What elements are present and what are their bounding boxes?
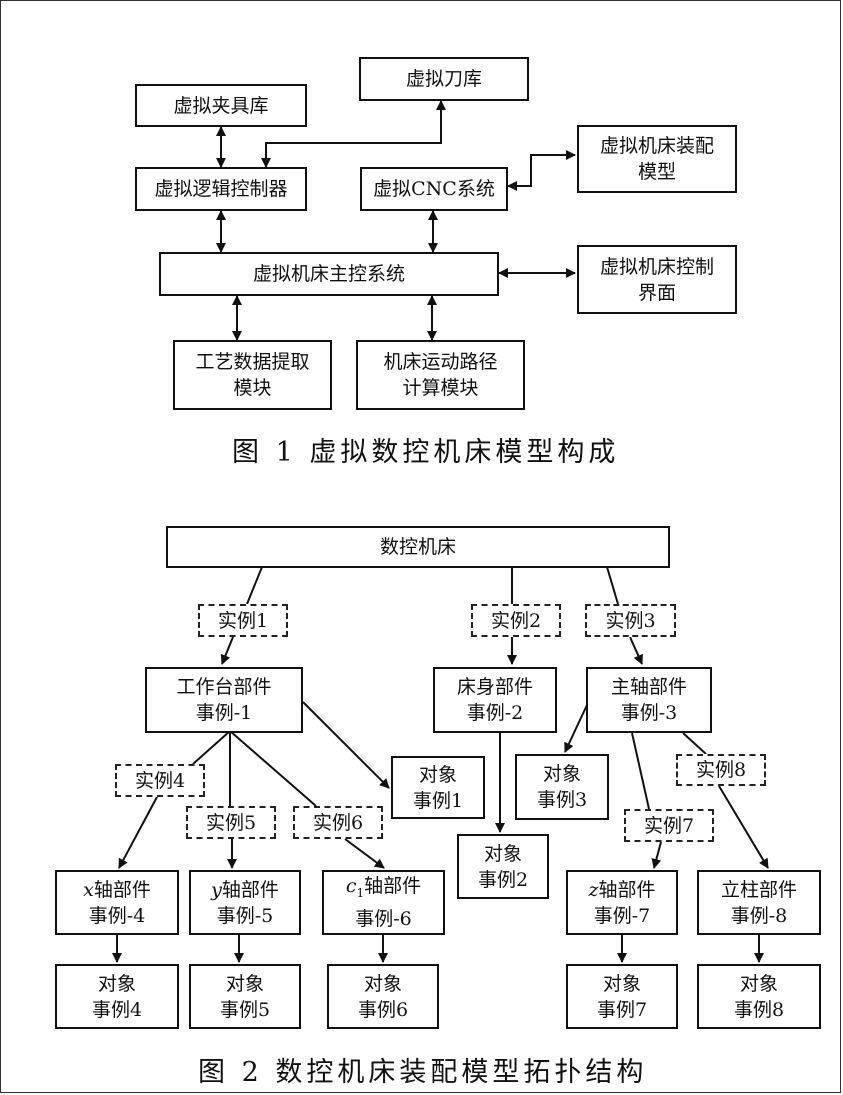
figure1-caption: 图 1 虚拟数控机床模型构成 bbox=[232, 437, 620, 468]
node-object-instance-8: 对象 事例8 bbox=[697, 964, 821, 1029]
node-object-instance-3: 对象 事例3 bbox=[515, 754, 609, 820]
instance-label-3: 实例3 bbox=[585, 604, 676, 637]
arrow-i8-column bbox=[718, 785, 769, 869]
line-root-i1 bbox=[246, 566, 263, 605]
node-object-instance-5: 对象 事例5 bbox=[189, 964, 301, 1029]
instance-label-6: 实例6 bbox=[293, 806, 383, 839]
node-worktable-component: 工作台部件 事例-1 bbox=[145, 667, 303, 733]
arrow-i6-c1 bbox=[344, 838, 385, 869]
line-spindle-i8 bbox=[682, 732, 707, 755]
arrow-i4-x bbox=[118, 796, 158, 869]
arrow-worktable-obj1 bbox=[302, 701, 390, 789]
node-virtual-assembly-model: 虚拟机床装配 模型 bbox=[577, 125, 737, 193]
node-column-component: 立柱部件 事例-8 bbox=[697, 870, 821, 935]
node-process-data-module: 工艺数据提取 模块 bbox=[173, 340, 332, 410]
node-virtual-main-control-system: 虚拟机床主控系统 bbox=[159, 252, 499, 296]
node-virtual-control-interface: 虚拟机床控制 界面 bbox=[577, 245, 737, 314]
node-object-instance-7: 对象 事例7 bbox=[566, 964, 678, 1029]
node-object-instance-6: 对象 事例6 bbox=[327, 964, 439, 1029]
line-root-i3 bbox=[606, 566, 619, 605]
node-virtual-cnc-system: 虚拟CNC系统 bbox=[360, 167, 508, 211]
arrow-i1-worktable bbox=[220, 636, 234, 665]
node-object-instance-2: 对象 事例2 bbox=[457, 834, 549, 899]
instance-label-7: 实例7 bbox=[624, 809, 714, 842]
instance-label-1: 实例1 bbox=[198, 604, 288, 637]
arrow-cnc-assembly bbox=[507, 150, 576, 191]
node-motion-path-module: 机床运动路径 计算模块 bbox=[356, 340, 525, 410]
node-object-instance-1: 对象 事例1 bbox=[391, 756, 485, 819]
line-spindle-i7 bbox=[631, 732, 650, 810]
instance-label-2: 实例2 bbox=[471, 604, 561, 637]
instance-label-4: 实例4 bbox=[115, 764, 205, 797]
node-z-axis-component: z轴部件 事例-7 bbox=[566, 870, 678, 935]
instance-label-5: 实例5 bbox=[186, 806, 276, 839]
node-virtual-tool-library: 虚拟刀库 bbox=[359, 57, 529, 101]
arrow-i7-z bbox=[651, 841, 662, 869]
node-virtual-fixture-library: 虚拟夹具库 bbox=[135, 84, 307, 127]
node-virtual-logic-controller: 虚拟逻辑控制器 bbox=[135, 167, 307, 211]
node-y-axis-component: y轴部件 事例-5 bbox=[189, 870, 301, 935]
node-cnc-machine-root: 数控机床 bbox=[166, 526, 670, 568]
arrow-spindle-obj3 bbox=[564, 704, 588, 753]
figure2-caption: 图 2 数控机床装配模型拓扑结构 bbox=[198, 1057, 648, 1088]
arrow-logic-toollib bbox=[261, 100, 446, 168]
node-spindle-component: 主轴部件 事例-3 bbox=[586, 667, 712, 733]
node-bed-component: 床身部件 事例-2 bbox=[433, 667, 557, 733]
line-worktable-i4 bbox=[192, 730, 231, 765]
node-object-instance-4: 对象 事例4 bbox=[55, 964, 179, 1029]
arrow-i3-spindle bbox=[629, 636, 643, 665]
node-x-axis-component: x轴部件 事例-4 bbox=[55, 870, 179, 935]
instance-label-8: 实例8 bbox=[676, 754, 766, 786]
line-worktable-i6 bbox=[229, 730, 317, 807]
node-c1-axis-component: c1轴部件 事例-6 bbox=[322, 870, 445, 935]
